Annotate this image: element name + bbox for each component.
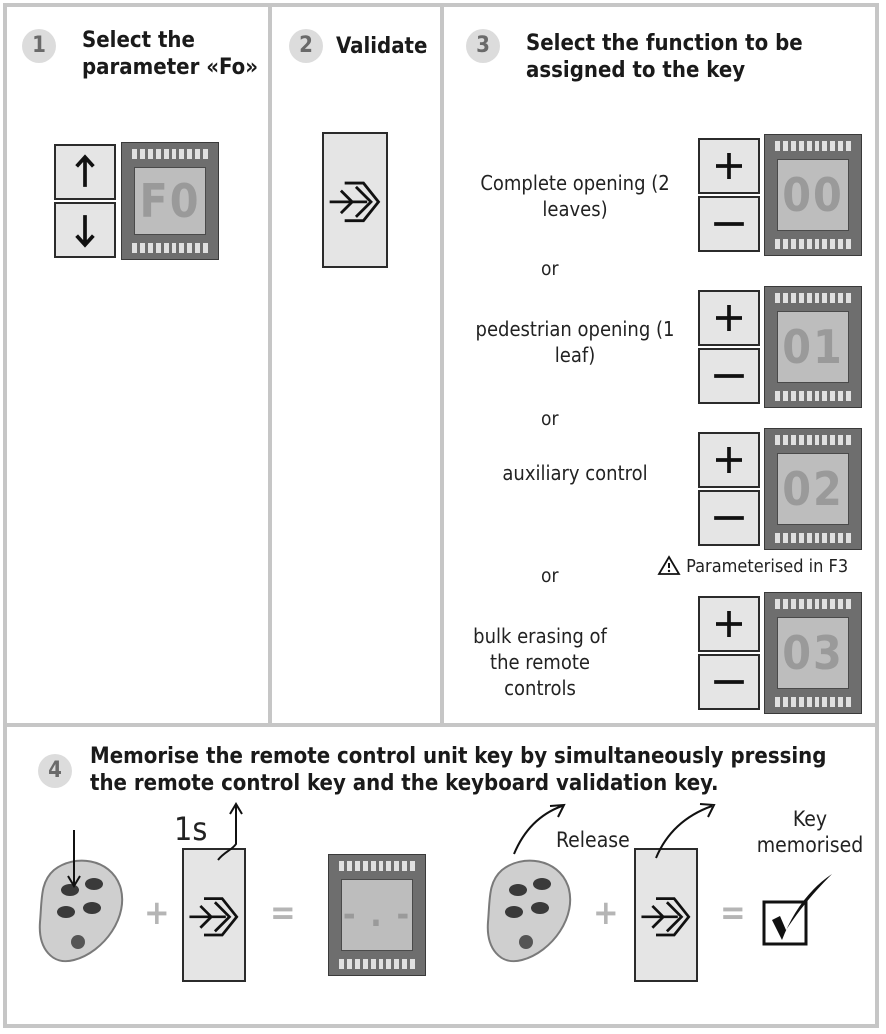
release-arrow (513, 803, 566, 855)
lcd-display: 03 (764, 592, 862, 714)
lcd-display: 00 (764, 134, 862, 256)
lcd-value: 01 (777, 311, 849, 383)
arrow-up-icon (75, 154, 95, 187)
option-text: pedestrian opening (1 leaf) (475, 317, 675, 367)
divider (440, 3, 444, 727)
plus-sign: + (593, 893, 619, 933)
down-button[interactable] (54, 202, 116, 258)
remote-control-icon (38, 859, 124, 963)
release-arrow (217, 802, 243, 861)
warning-text: Parameterised in F3 (686, 556, 849, 577)
press-arrow (67, 830, 81, 888)
or-text: or (541, 408, 559, 430)
validate-key[interactable] (182, 848, 246, 982)
lcd-value: 03 (777, 617, 849, 689)
warning-note: Parameterised in F3 (657, 555, 848, 577)
plus-icon (716, 447, 742, 473)
minus-button[interactable] (698, 348, 760, 404)
lcd-display: 01 (764, 286, 862, 408)
lcd-value: F0 (134, 167, 206, 235)
or-text: or (541, 565, 559, 587)
step-number: 3 (466, 29, 500, 63)
or-text: or (541, 258, 559, 280)
time-label: 1s (174, 810, 208, 848)
plus-icon (716, 153, 742, 179)
step-number: 4 (38, 754, 72, 788)
divider (268, 3, 272, 727)
step-4-title: Memorise the remote control unit key by … (90, 744, 827, 796)
lcd-display: - . - (328, 854, 426, 976)
equals-sign: = (720, 893, 746, 933)
plus-icon (716, 611, 742, 637)
enter-icon (329, 181, 381, 223)
option-text: Complete opening (2 leaves) (480, 171, 670, 221)
divider (3, 723, 879, 727)
minus-icon (714, 222, 744, 226)
step-number: 1 (22, 29, 56, 63)
checkbox-check-icon (762, 874, 832, 946)
enter-icon (189, 897, 239, 937)
minus-button[interactable] (698, 196, 760, 252)
lcd-value: - . - (341, 879, 413, 951)
release-label: Release (556, 828, 630, 852)
minus-button[interactable] (698, 654, 760, 710)
remote-control-icon (486, 859, 572, 963)
step-number: 2 (289, 29, 323, 63)
option-text: auxiliary control (502, 461, 648, 485)
arrow-down-icon (75, 215, 95, 248)
minus-icon (714, 680, 744, 684)
warning-icon (657, 555, 681, 575)
lcd-value: 02 (777, 453, 849, 525)
step-2-title: Validate (336, 34, 428, 59)
equals-sign: = (270, 893, 296, 933)
step-3-title: Select the function to be assigned to th… (526, 31, 803, 83)
validate-button[interactable] (322, 132, 388, 268)
lcd-display: 02 (764, 428, 862, 550)
memorised-label: Key memorised (756, 807, 864, 857)
plus-button[interactable] (698, 138, 760, 194)
plus-button[interactable] (698, 432, 760, 488)
release-arrow (655, 803, 716, 859)
plus-button[interactable] (698, 290, 760, 346)
lcd-display: F0 (121, 142, 219, 260)
enter-icon (641, 897, 691, 937)
validate-key[interactable] (634, 848, 698, 982)
plus-button[interactable] (698, 596, 760, 652)
plus-sign: + (144, 893, 170, 933)
step-1-title: Select the parameter «Fo» (82, 28, 259, 80)
plus-icon (716, 305, 742, 331)
lcd-value: 00 (777, 159, 849, 231)
minus-icon (714, 374, 744, 378)
minus-icon (714, 516, 744, 520)
option-text: bulk erasing of the remote controls (473, 624, 607, 700)
minus-button[interactable] (698, 490, 760, 546)
up-button[interactable] (54, 144, 116, 200)
